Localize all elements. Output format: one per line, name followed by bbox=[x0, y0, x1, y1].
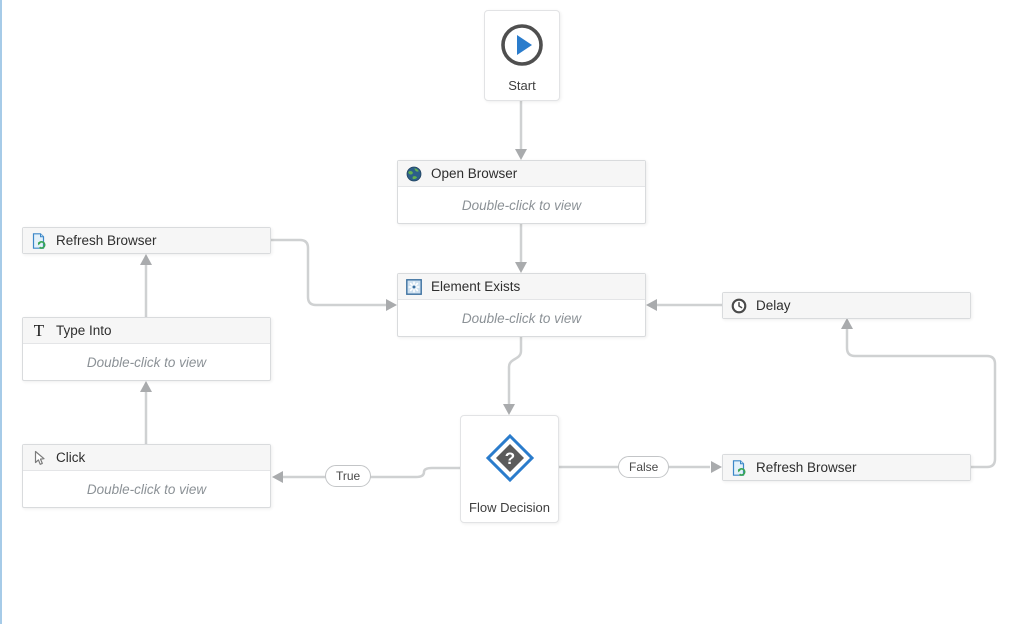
delay-title: Delay bbox=[756, 298, 791, 313]
refresh-browser-right-header[interactable]: Refresh Browser bbox=[723, 455, 970, 480]
connector-refresh-right-to-delay[interactable] bbox=[841, 318, 997, 469]
node-start[interactable]: Start bbox=[484, 10, 560, 101]
type-into-placeholder[interactable]: Double-click to view bbox=[86, 354, 207, 370]
type-into-title: Type Into bbox=[56, 323, 112, 338]
svg-text:?: ? bbox=[504, 449, 514, 468]
connector-start-to-open-browser[interactable] bbox=[515, 101, 527, 160]
click-title: Click bbox=[56, 450, 86, 465]
refresh-browser-right-title: Refresh Browser bbox=[756, 460, 857, 475]
element-exists-placeholder[interactable]: Double-click to view bbox=[461, 310, 582, 326]
type-into-header[interactable]: T Type Into bbox=[23, 318, 270, 344]
node-refresh-browser-left[interactable]: Refresh Browser bbox=[22, 227, 271, 254]
globe-icon bbox=[406, 166, 422, 182]
connector-open-browser-to-element-exists[interactable] bbox=[515, 224, 527, 273]
open-browser-header[interactable]: Open Browser bbox=[398, 161, 645, 187]
delay-header[interactable]: Delay bbox=[723, 293, 970, 318]
node-type-into[interactable]: T Type Into Double-click to view bbox=[22, 317, 271, 381]
node-open-browser[interactable]: Open Browser Double-click to view bbox=[397, 160, 646, 224]
page-refresh-icon bbox=[731, 459, 747, 476]
node-click[interactable]: Click Double-click to view bbox=[22, 444, 271, 508]
page-refresh-icon bbox=[31, 232, 47, 249]
node-element-exists[interactable]: Element Exists Double-click to view bbox=[397, 273, 646, 337]
canvas-left-edge bbox=[0, 0, 2, 624]
decision-diamond-icon: ? bbox=[484, 416, 536, 500]
connector-type-into-to-refresh-left[interactable] bbox=[140, 254, 152, 317]
start-label: Start bbox=[508, 78, 536, 93]
branch-label-true[interactable]: True bbox=[325, 465, 372, 487]
refresh-browser-left-title: Refresh Browser bbox=[56, 233, 157, 248]
click-placeholder[interactable]: Double-click to view bbox=[86, 481, 207, 497]
element-sparkle-icon bbox=[406, 278, 422, 295]
open-browser-title: Open Browser bbox=[431, 166, 518, 181]
node-delay[interactable]: Delay bbox=[722, 292, 971, 319]
node-refresh-browser-right[interactable]: Refresh Browser bbox=[722, 454, 971, 481]
click-header[interactable]: Click bbox=[23, 445, 270, 471]
connector-element-exists-to-flow-decision[interactable] bbox=[503, 337, 523, 415]
branch-label-false[interactable]: False bbox=[618, 456, 670, 478]
cursor-icon bbox=[31, 450, 47, 466]
flow-decision-label: Flow Decision bbox=[469, 500, 550, 515]
node-flow-decision[interactable]: ? Flow Decision bbox=[460, 415, 559, 523]
clock-icon bbox=[731, 298, 747, 314]
open-browser-placeholder[interactable]: Double-click to view bbox=[461, 197, 582, 213]
element-exists-header[interactable]: Element Exists bbox=[398, 274, 645, 300]
connector-delay-to-element-exists[interactable] bbox=[646, 299, 722, 311]
element-exists-title: Element Exists bbox=[431, 279, 521, 294]
connector-refresh-left-to-element-exists[interactable] bbox=[271, 238, 397, 311]
connector-flow-decision-true-to-click[interactable] bbox=[272, 466, 460, 483]
connector-click-to-type-into[interactable] bbox=[140, 381, 152, 444]
refresh-browser-left-header[interactable]: Refresh Browser bbox=[23, 228, 270, 253]
text-t-icon: T bbox=[33, 320, 45, 340]
play-circle-icon bbox=[498, 11, 546, 78]
